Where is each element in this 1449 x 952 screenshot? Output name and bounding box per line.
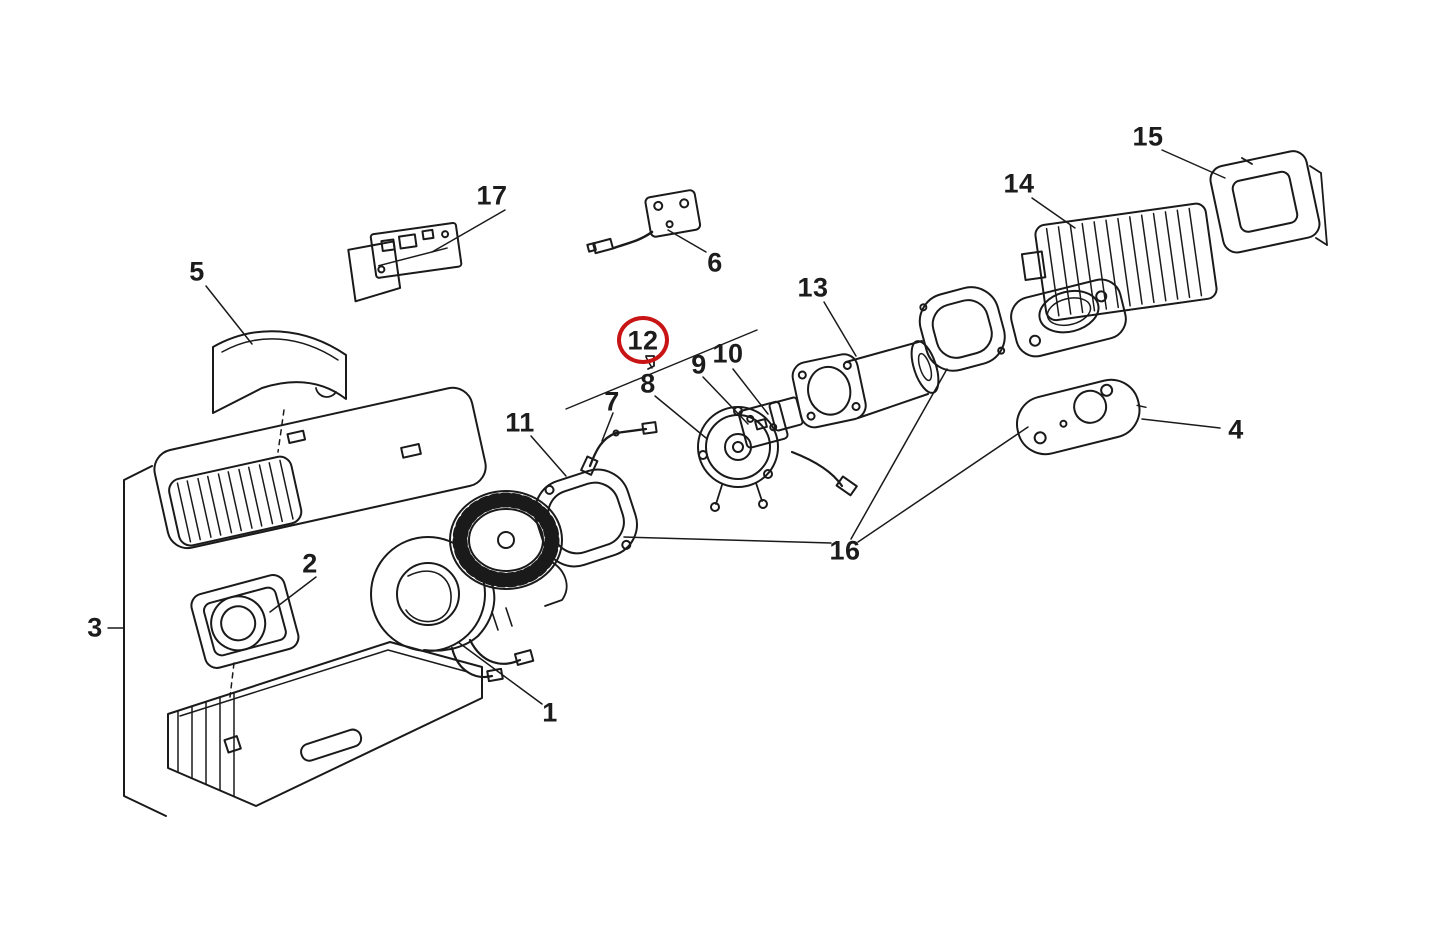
part-label-4: 4 <box>1228 414 1244 445</box>
part-label-1: 1 <box>542 697 558 728</box>
part-13-burner-tube <box>791 340 940 429</box>
part-label-6: 6 <box>707 247 723 278</box>
part-label-11: 11 <box>505 407 535 438</box>
part-3-mounting-bracket <box>107 465 167 817</box>
part-label-15: 15 <box>1132 121 1164 152</box>
lower-casing-tray <box>167 641 483 807</box>
part-label-5: 5 <box>189 256 205 287</box>
part-label-13: 13 <box>797 272 829 303</box>
part-1-blower-assembly <box>370 490 568 683</box>
part-label-7: 7 <box>604 386 620 417</box>
part-11-gasket <box>534 468 638 568</box>
alignment-lines <box>229 409 285 698</box>
highlight-circle <box>617 316 669 364</box>
part-4-flange-plate <box>1016 378 1147 456</box>
part-label-16: 16 <box>829 535 861 566</box>
part-15-end-cover <box>1209 150 1328 254</box>
part-14-heat-exchanger <box>1010 202 1218 358</box>
leader-lines <box>205 149 1226 705</box>
upper-lid <box>153 386 487 550</box>
part-label-12: 12 <box>627 325 659 356</box>
part-6-bracket-cable <box>586 189 702 255</box>
part-label-10: 10 <box>712 338 744 369</box>
part-label-2: 2 <box>302 548 318 579</box>
part-label-3: 3 <box>87 612 103 643</box>
part-17-control-board <box>347 222 463 303</box>
part-5-cover <box>212 330 347 414</box>
part-label-8: 8 <box>640 368 656 399</box>
part-label-17: 17 <box>476 180 508 211</box>
part-label-9: 9 <box>691 349 707 380</box>
part-2-bezel-frame <box>190 574 300 669</box>
reference-line <box>565 329 758 410</box>
part-7-sensor-cable <box>580 421 658 476</box>
part-label-14: 14 <box>1003 168 1035 199</box>
part-16-gasket-upper <box>918 286 1006 372</box>
